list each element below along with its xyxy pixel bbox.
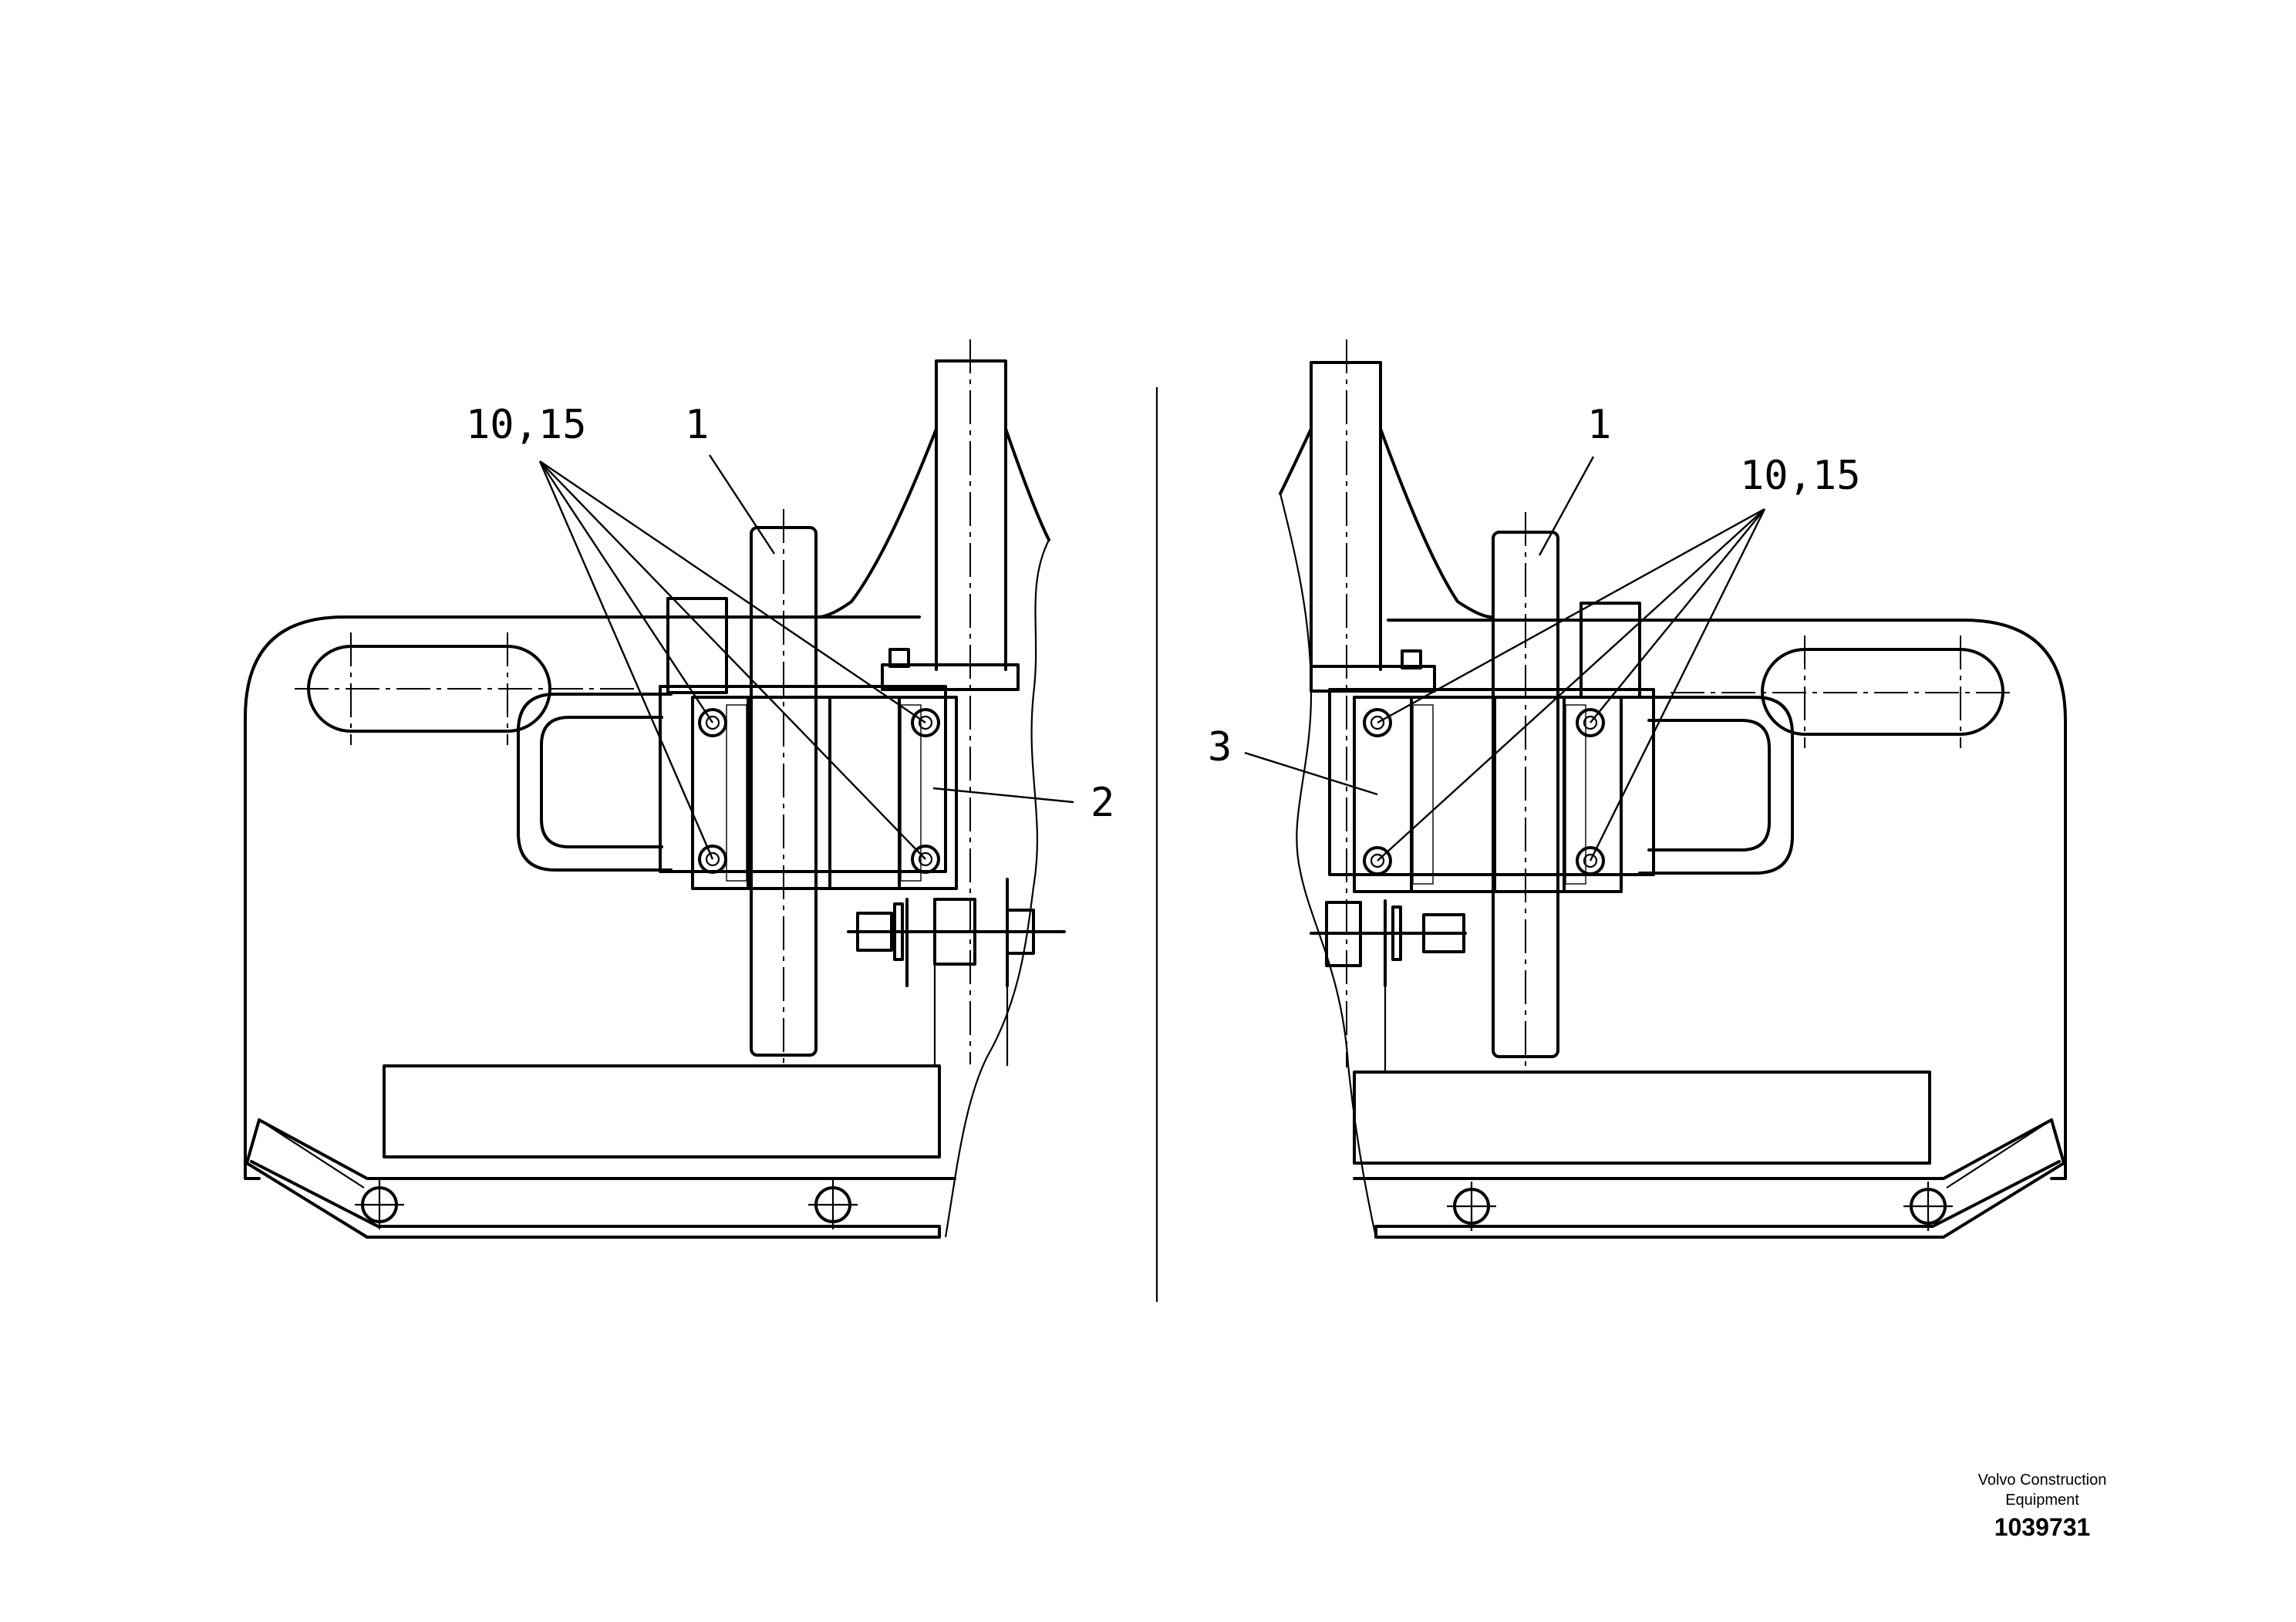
right-handle — [1638, 696, 1794, 875]
callout-left-fasteners: 10,15 — [466, 402, 587, 448]
right-bolt-top-right — [1576, 708, 1605, 737]
callout-right-shaft: 1 — [1587, 402, 1611, 448]
left-bolt-bottom-left — [698, 845, 727, 874]
left-clamp — [691, 696, 958, 890]
left-bolt-top-right — [911, 708, 940, 737]
left-slot — [307, 645, 551, 733]
left-bolt-top-left — [698, 708, 727, 737]
right-bolt-top-left — [1363, 708, 1392, 737]
left-screw-1 — [355, 1180, 404, 1229]
left-screw-2 — [808, 1180, 858, 1229]
right-slot — [1761, 648, 2004, 736]
right-support-arm — [1279, 361, 1493, 671]
document-number: 1039731 — [1994, 1513, 2091, 1541]
callout-right-fasteners: 10,15 — [1740, 453, 1861, 499]
right-screw-1 — [1447, 1182, 1496, 1231]
right-nut-assembly — [1310, 899, 1467, 1072]
callout-left-shaft: 1 — [685, 402, 709, 448]
left-bolt-bottom-right — [911, 845, 940, 874]
left-mirror-plate — [244, 615, 921, 1180]
right-screw-2 — [1903, 1182, 1953, 1231]
right-mirror-plate — [1387, 619, 2067, 1180]
right-lower-bar — [1353, 1071, 1931, 1165]
right-bolt-bottom-left — [1363, 846, 1392, 875]
left-bottom-trim — [245, 1118, 941, 1239]
brand-name-line1: Volvo Construction — [1977, 1472, 2107, 1489]
left-handle — [517, 693, 673, 872]
left-support-arm — [816, 359, 1050, 671]
left-nut-assembly — [847, 878, 1066, 1066]
right-clamp — [1353, 696, 1623, 893]
left-view — [244, 339, 1074, 1239]
right-view — [1244, 339, 2067, 1239]
left-lower-bar — [383, 1064, 941, 1158]
callout-left-bracket: 2 — [1091, 780, 1114, 826]
right-bolt-bottom-right — [1576, 846, 1605, 875]
callout-right-bracket: 3 — [1208, 724, 1232, 771]
left-mount-block — [659, 685, 947, 873]
brand-name-line2: Equipment — [2005, 1492, 2079, 1509]
